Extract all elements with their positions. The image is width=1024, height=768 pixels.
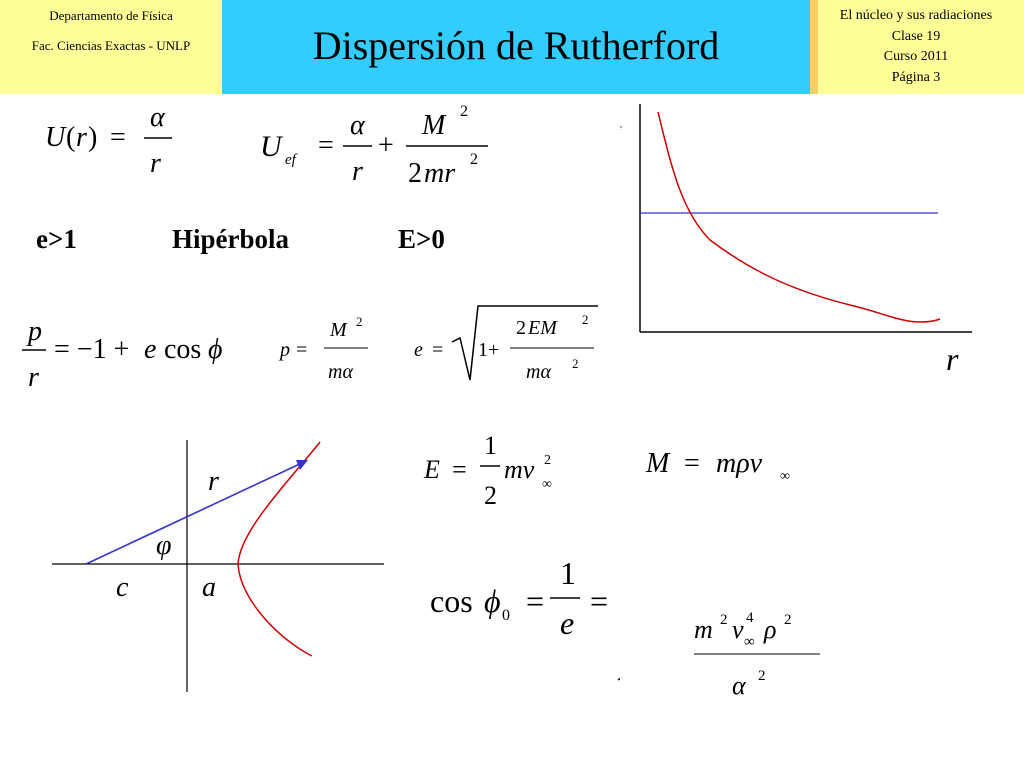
svg-text:1: 1: [560, 555, 576, 591]
eccentricity-formula: e = 1+ 2 EM 2 mα 2: [414, 305, 598, 383]
curve-type-label: Hipérbola: [172, 224, 290, 254]
svg-text:2: 2: [582, 312, 589, 327]
svg-text:r: r: [352, 156, 363, 187]
svg-text:p: p: [26, 316, 42, 347]
svg-text:= −1 +: = −1 +: [54, 334, 129, 365]
svg-text:=: =: [432, 339, 443, 361]
svg-text:e: e: [560, 605, 574, 641]
diagram-c-label: c: [116, 572, 129, 603]
svg-text:M: M: [421, 110, 447, 141]
svg-text:v: v: [732, 615, 744, 644]
svg-text:0: 0: [502, 607, 510, 624]
svg-text:mα: mα: [526, 361, 551, 383]
eccentricity-label: e>1: [36, 224, 77, 254]
svg-text:2: 2: [484, 481, 497, 510]
year-label: Curso 2011: [883, 49, 949, 64]
formula-overflow-part: m 2 v 4 ∞ ρ 2 α 2 M = mρv ∞: [645, 448, 820, 700]
svg-text:∞: ∞: [780, 469, 790, 484]
svg-text:e: e: [414, 339, 423, 361]
scattering-angle-formula: cos ϕ 0 = 1 e = 1 1+: [430, 555, 620, 681]
formulas: U ( r ) = α r U ef = α r + M 2 2 mr 2 p …: [22, 102, 620, 681]
svg-text:E: E: [423, 455, 440, 484]
svg-text:=: =: [296, 339, 307, 361]
graph-x-label: r: [946, 341, 959, 377]
potential-formula: U ( r ) = α r: [45, 102, 172, 179]
svg-text:=: =: [684, 448, 700, 479]
header-left-panel: Departamento de Física Fac. Ciencias Exa…: [0, 0, 222, 94]
svg-text:2: 2: [572, 356, 579, 371]
svg-text:cos: cos: [164, 334, 201, 365]
diagram-r-label: r: [208, 466, 219, 497]
graph-y-label-sub: ef: [620, 125, 622, 140]
svg-text:ϕ: ϕ: [208, 334, 223, 365]
svg-text:p: p: [278, 339, 290, 361]
svg-text:ef: ef: [285, 152, 298, 168]
effective-potential-formula: U ef = α r + M 2 2 mr 2: [260, 103, 488, 189]
svg-text:U: U: [45, 122, 67, 153]
radius-arrowhead: [296, 460, 308, 470]
page-title: Dispersión de Rutherford: [312, 23, 720, 68]
svg-text:=: =: [526, 583, 544, 619]
svg-text:mr: mr: [424, 158, 455, 189]
hyperbola-diagram: r φ c a: [52, 440, 384, 692]
svg-text:M: M: [329, 319, 348, 341]
svg-text:1+: 1+: [478, 339, 499, 361]
svg-text:2: 2: [408, 158, 422, 189]
page-label: Página 3: [891, 70, 941, 85]
hyperbola-curve: [237, 441, 321, 657]
parameter-formula: p = M 2 mα: [278, 314, 368, 383]
header-title-panel: Dispersión de Rutherford: [222, 0, 810, 94]
svg-text:+: +: [378, 130, 394, 161]
svg-text:∞: ∞: [542, 477, 552, 492]
svg-text:U: U: [260, 130, 284, 163]
svg-text:2: 2: [516, 317, 526, 339]
svg-text:4: 4: [746, 610, 754, 626]
svg-text:(: (: [66, 122, 75, 153]
svg-text:m: m: [694, 615, 713, 644]
svg-text:M: M: [645, 448, 671, 479]
faculty-label: Fac. Ciencias Exactas - UNLP: [31, 38, 191, 53]
diagram-a-label: a: [202, 572, 216, 603]
department-label: Departamento de Física: [49, 8, 173, 23]
svg-text:α: α: [350, 110, 366, 141]
class-label: Clase 19: [891, 29, 941, 44]
svg-text:=: =: [590, 583, 608, 619]
svg-text:2: 2: [460, 103, 468, 120]
energy-formula: E = 1 2 mv 2 ∞: [423, 431, 552, 510]
svg-text:1: 1: [484, 431, 497, 460]
svg-text:∞: ∞: [744, 634, 755, 650]
svg-text:=: =: [452, 455, 467, 484]
svg-text:α: α: [732, 671, 747, 700]
svg-text:e: e: [144, 334, 156, 365]
svg-text:α: α: [150, 102, 166, 133]
header-divider: [810, 0, 818, 94]
svg-text:2: 2: [544, 453, 551, 468]
svg-text:2: 2: [720, 612, 728, 628]
svg-text:2: 2: [758, 668, 766, 684]
svg-text:2: 2: [470, 151, 478, 168]
radius-vector: [85, 461, 305, 565]
svg-text:r: r: [150, 148, 161, 179]
svg-text:r: r: [28, 362, 39, 393]
svg-text:): ): [88, 122, 97, 153]
svg-text:=: =: [318, 130, 334, 161]
header-right-panel: El núcleo y sus radiaciones Clase 19 Cur…: [818, 0, 1024, 94]
svg-text:=: =: [110, 122, 126, 153]
svg-text:2: 2: [784, 612, 792, 628]
svg-text:mα: mα: [328, 361, 353, 383]
svg-text:ρ: ρ: [763, 615, 776, 644]
svg-text:r: r: [76, 122, 87, 153]
energy-label: E>0: [398, 224, 445, 254]
svg-text:cos: cos: [430, 583, 473, 619]
svg-text:mv: mv: [504, 455, 535, 484]
diagram-phi-label: φ: [156, 530, 172, 561]
svg-text:2: 2: [356, 314, 363, 329]
course-label: El núcleo y sus radiaciones: [839, 8, 993, 23]
svg-text:mρv: mρv: [716, 448, 763, 479]
effective-potential-graph: U ef r: [620, 104, 972, 377]
potential-curve: [657, 111, 941, 323]
svg-text:ϕ: ϕ: [484, 583, 501, 619]
orbit-equation: p r = −1 + e cos ϕ: [22, 316, 223, 393]
svg-text:EM: EM: [527, 317, 558, 339]
